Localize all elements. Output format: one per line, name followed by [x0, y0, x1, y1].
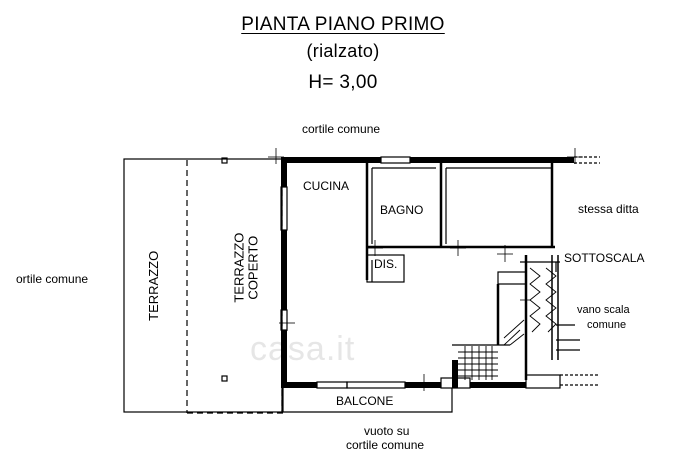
label-under-stairs: SOTTOSCALA: [564, 251, 645, 265]
label-bathroom: BAGNO: [380, 203, 424, 217]
label-covered-terrace-line2: COPERTO: [245, 235, 260, 300]
label-top-courtyard: cortile comune: [302, 122, 381, 136]
watermark: casa.it: [250, 330, 356, 368]
plan-subtitle: (rialzato): [306, 41, 380, 61]
balcony-outline: [282, 388, 453, 413]
label-kitchen: CUCINA: [303, 179, 350, 193]
label-same-owner: stessa ditta: [578, 202, 639, 216]
label-bottom-line1: vuoto su: [364, 424, 410, 438]
label-closet: DIS.: [374, 257, 398, 271]
label-bottom-line2: cortile comune: [346, 438, 425, 452]
label-covered-terrace: TERRAZZO COPERTO: [231, 228, 260, 308]
label-terrace: TERRAZZO: [146, 250, 162, 321]
plan-title: PIANTA PIANO PRIMO: [241, 14, 445, 35]
label-balcony: BALCONE: [336, 394, 394, 408]
label-covered-terrace-line1: TERRAZZO: [231, 232, 247, 303]
label-stairwell-line2: comune: [587, 319, 627, 331]
label-stairwell-line1: vano scala: [577, 304, 630, 316]
exterior-walls: [281, 157, 574, 388]
label-left-courtyard: ortile comune: [16, 272, 89, 286]
ceiling-height: H= 3,00: [308, 72, 378, 93]
stair-treads: [458, 319, 525, 380]
stairwell-steps: [529, 267, 541, 333]
grid-markers: [268, 148, 583, 391]
